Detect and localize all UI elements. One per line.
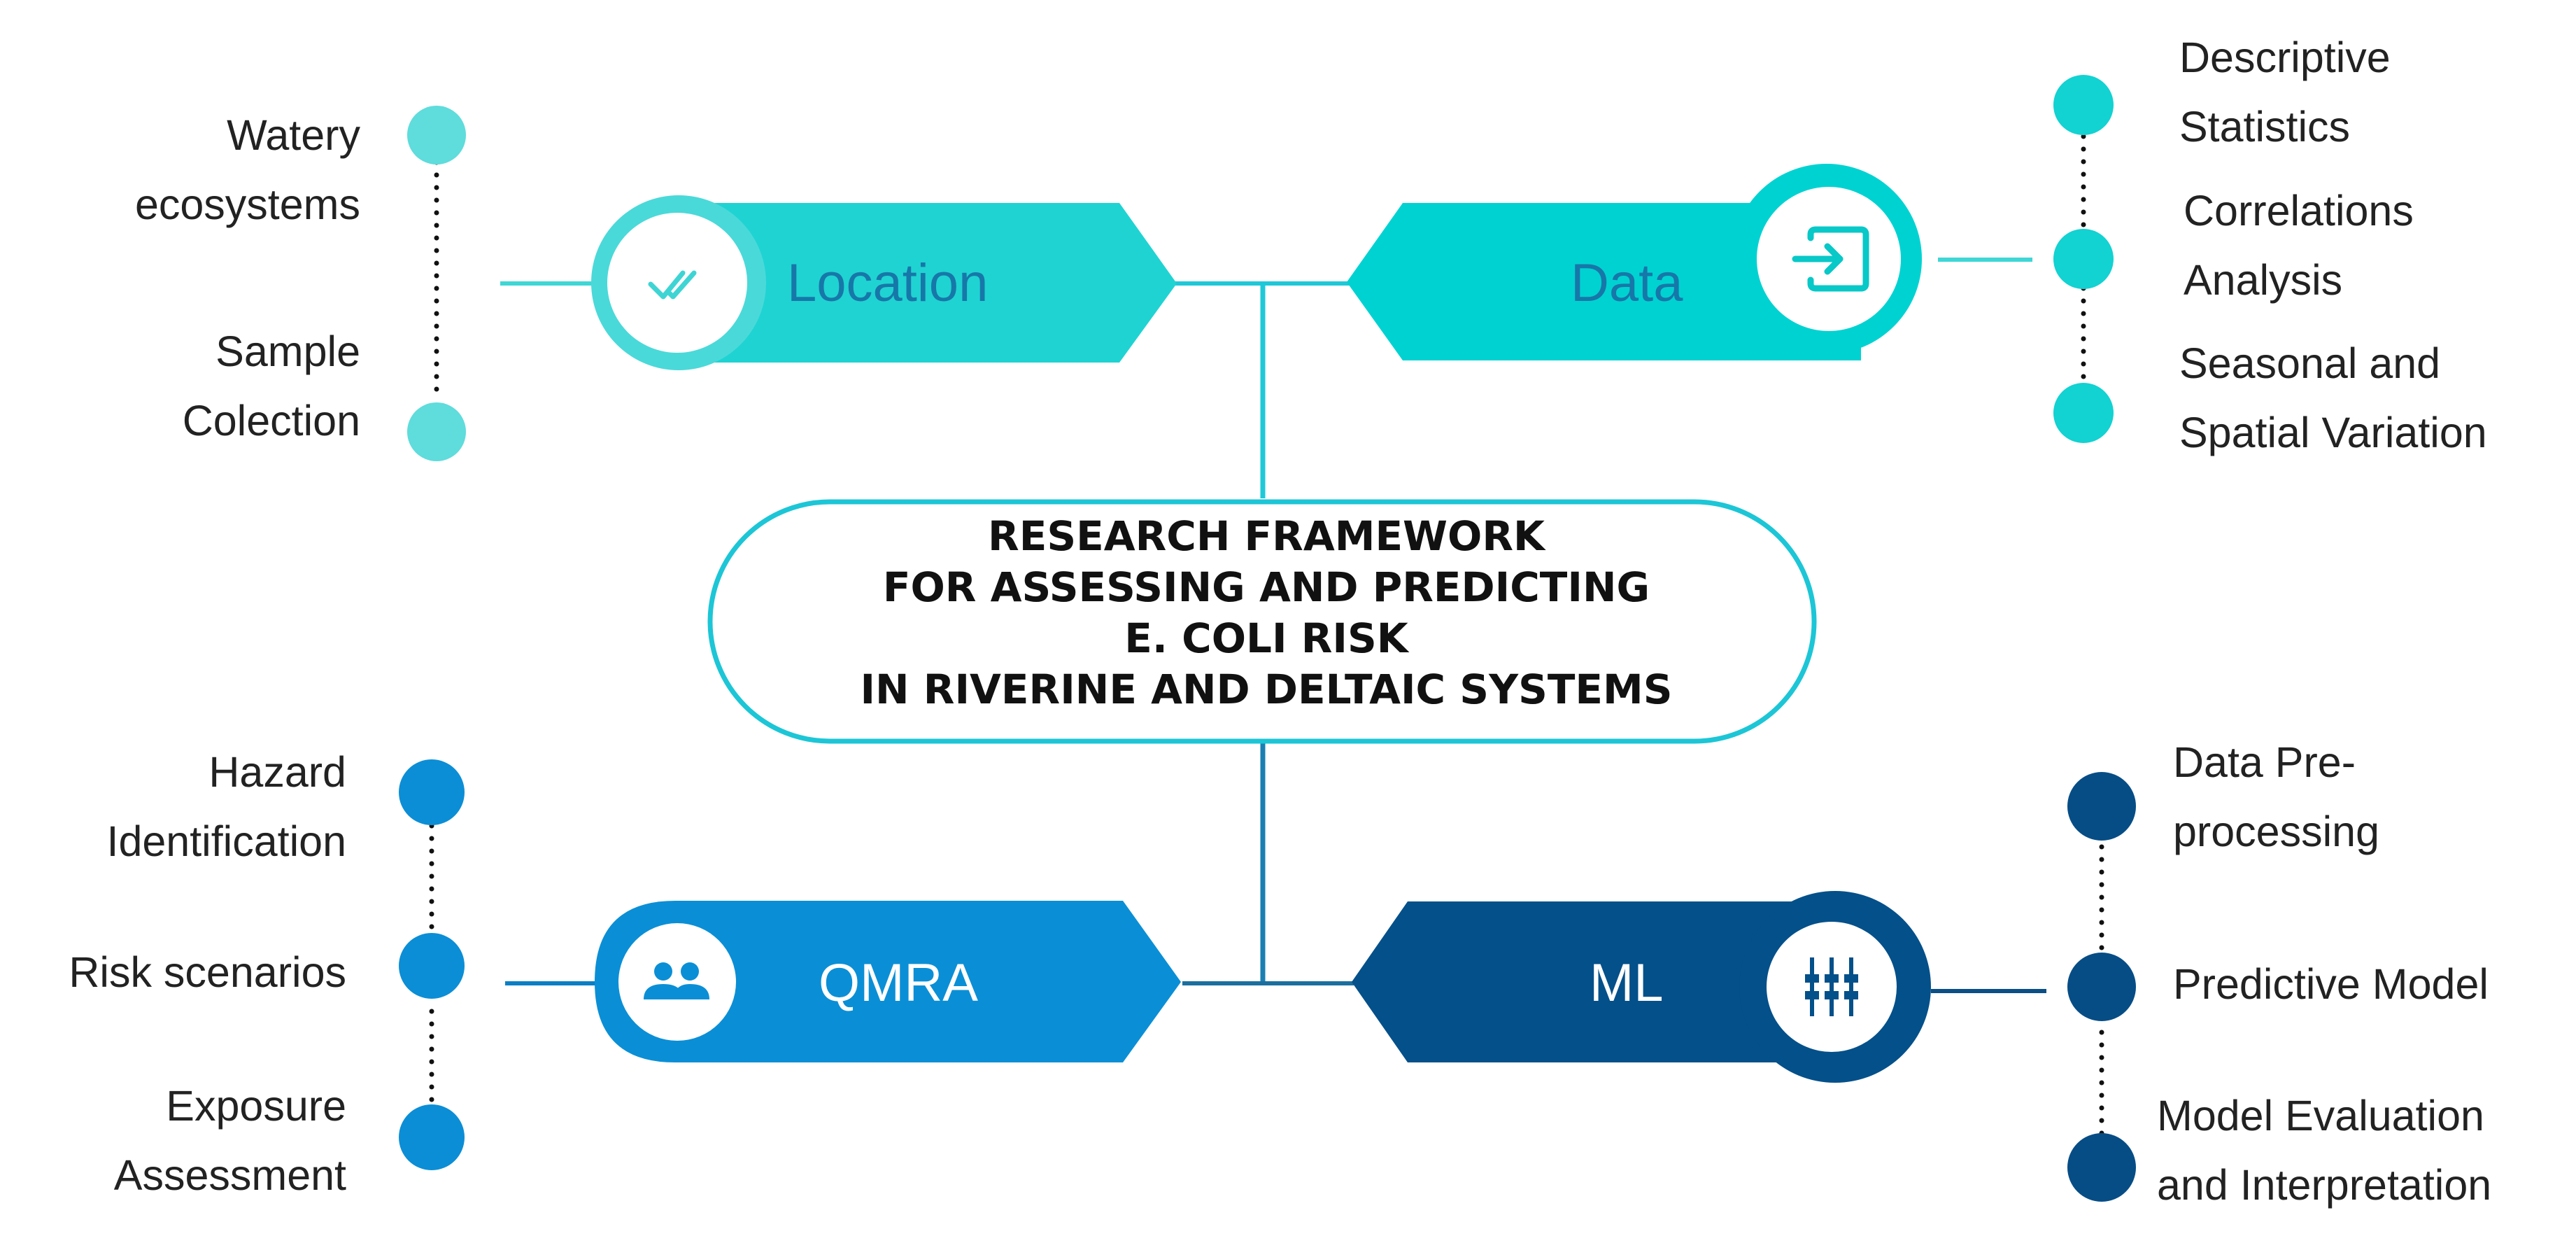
location-bullets	[407, 106, 466, 461]
bullet-dot	[2053, 229, 2114, 289]
input-arrow-icon	[1792, 226, 1869, 292]
location-item-sample-collection: Sample Colection	[182, 328, 360, 444]
sliders-icon	[1805, 957, 1858, 1016]
bullet-dot	[2067, 1133, 2136, 1202]
ml-label: ML	[1590, 953, 1664, 1013]
data-item-seasonal-spatial: Seasonal and Spatial Variation	[2179, 339, 2487, 456]
qmra-bullets	[399, 759, 465, 1170]
qmra-node	[595, 901, 1181, 1062]
data-item-correlations-analysis: Correlations Analysis	[2184, 187, 2414, 304]
title-line: E. COLI RISK	[1124, 615, 1408, 662]
ml-item-model-evaluation: Model Evaluation and Interpretation	[2157, 1092, 2492, 1209]
bullet-dot	[399, 759, 465, 825]
bullet-dot	[399, 1104, 465, 1170]
bullet-dot	[2053, 383, 2114, 443]
location-label: Location	[787, 253, 989, 313]
title-line: RESEARCH FRAMEWORK	[988, 512, 1545, 560]
data-bullets	[2053, 75, 2114, 443]
qmra-item-hazard-identification: Hazard Identification	[106, 748, 347, 865]
ml-node	[1352, 891, 1931, 1083]
qmra-item-risk-scenarios: Risk scenarios	[69, 948, 346, 996]
qmra-label: QMRA	[819, 953, 978, 1013]
bullet-dot	[407, 402, 466, 461]
ml-item-data-preprocessing: Data Pre- processing	[2173, 738, 2379, 855]
ml-item-predictive-model: Predictive Model	[2173, 960, 2489, 1008]
title-line: FOR ASSESSING AND PREDICTING	[882, 563, 1650, 611]
title-line: IN RIVERINE AND DELTAIC SYSTEMS	[860, 666, 1673, 713]
qmra-item-exposure-assessment: Exposure Assessment	[113, 1082, 346, 1199]
data-item-descriptive-statistics: Descriptive Statistics	[2179, 34, 2391, 150]
bullet-dot	[2053, 75, 2114, 135]
bullet-dot	[399, 933, 465, 999]
location-node	[591, 195, 1177, 370]
location-item-watery-ecosystems: Watery ecosystems	[134, 111, 360, 228]
double-check-icon	[648, 270, 697, 300]
data-label: Data	[1571, 253, 1683, 313]
center-title: RESEARCH FRAMEWORK FOR ASSESSING AND PRE…	[735, 511, 1798, 715]
people-icon	[644, 962, 709, 999]
ml-bullets	[2067, 772, 2136, 1202]
bullet-dot	[407, 106, 466, 164]
bullet-dot	[2067, 772, 2136, 841]
data-node	[1347, 164, 1922, 360]
bullet-dot	[2067, 953, 2136, 1021]
center-title-box	[707, 499, 1817, 744]
